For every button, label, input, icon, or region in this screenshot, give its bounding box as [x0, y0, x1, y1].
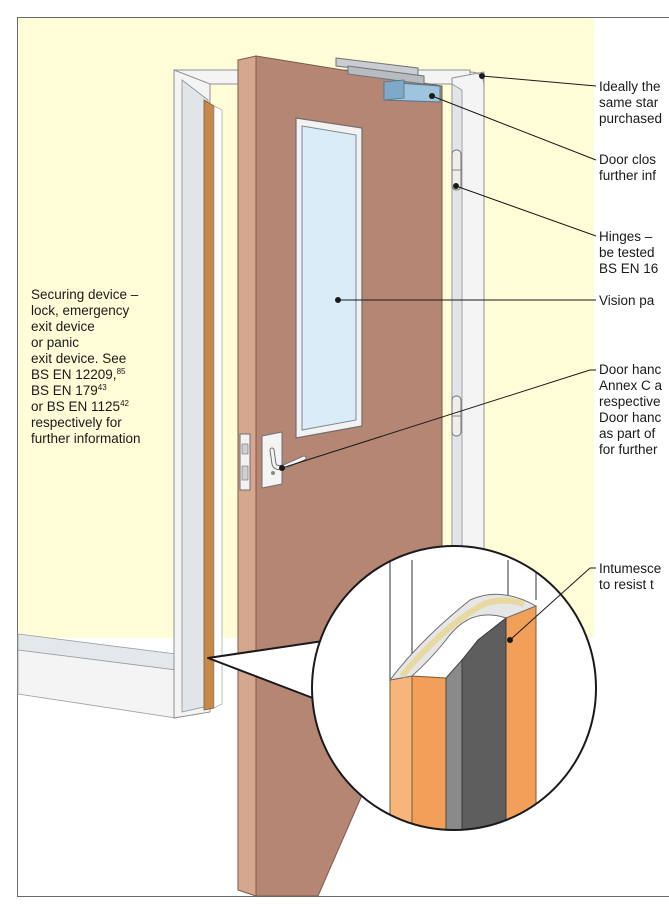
label-frame-line: purchased: [599, 111, 663, 126]
label-vision-panel: Vision pa: [599, 293, 654, 309]
label-handle-line: as part of: [599, 426, 656, 441]
door-frame-left-jamb: [173, 69, 223, 719]
vision-panel: [295, 117, 363, 439]
securing-standard-en12209: BS EN 12209,85: [31, 367, 141, 383]
label-hinges-line: be tested: [599, 245, 655, 260]
label-frame-line: same star: [599, 95, 659, 110]
label-hinges-line: Hinges –: [599, 229, 653, 244]
securing-line: or panic: [31, 335, 80, 350]
label-handle-line: respective: [599, 394, 661, 409]
label-frame-line: Ideally the: [599, 79, 661, 94]
label-intumescent: Intumesce to resist t: [599, 561, 661, 593]
leader-dots: [279, 73, 513, 643]
label-handle-line: Door hanc: [599, 410, 662, 425]
securing-standard-en1125: or BS EN 112542: [31, 399, 141, 415]
standard-text: BS EN 179: [31, 383, 98, 398]
standard-text: BS EN 12209,: [31, 367, 117, 382]
door-frame-right-jamb: [451, 71, 485, 637]
leader-lines: [281, 75, 597, 641]
reference-number: 85: [116, 367, 126, 376]
hinges: [451, 149, 462, 437]
label-closer-line: further inf: [599, 168, 657, 183]
label-handle-line: for further: [599, 442, 658, 457]
label-closer-line: Door clos: [599, 152, 657, 167]
securing-standard-en179: BS EN 17943: [31, 383, 141, 399]
label-vision-line: Vision pa: [599, 293, 655, 308]
label-handle-line: Annex C a: [599, 378, 663, 393]
label-door-closer: Door clos further inf: [599, 152, 656, 184]
reference-number: 43: [97, 383, 107, 392]
securing-line: further information: [31, 431, 141, 446]
securing-line: exit device. See: [31, 351, 127, 366]
securing-line: exit device: [31, 319, 95, 334]
label-hinges-line: BS EN 16: [599, 261, 659, 276]
reference-number: 42: [120, 399, 129, 408]
door-closer: [335, 57, 441, 103]
label-frame: Ideally the same star purchased: [599, 79, 662, 127]
label-securing-device: Securing device – lock, emergency exit d…: [31, 287, 141, 447]
magnified-inset: [311, 545, 597, 831]
label-handle-line: Door hanc: [599, 362, 662, 377]
securing-line: lock, emergency: [31, 303, 130, 318]
securing-line: respectively for: [31, 415, 122, 430]
door-handle: [261, 431, 307, 489]
label-door-handle: Door hanc Annex C a respective Door hanc…: [599, 362, 662, 458]
label-hinges: Hinges – be tested BS EN 16: [599, 229, 658, 277]
diagram-frame: [17, 17, 669, 897]
skirting-board: [17, 633, 177, 719]
lock-case: [239, 433, 251, 491]
label-intumescent-line: to resist t: [599, 577, 654, 592]
standard-text: or BS EN 1125: [31, 399, 121, 414]
label-intumescent-line: Intumesce: [599, 561, 662, 576]
securing-line: Securing device –: [31, 287, 139, 302]
